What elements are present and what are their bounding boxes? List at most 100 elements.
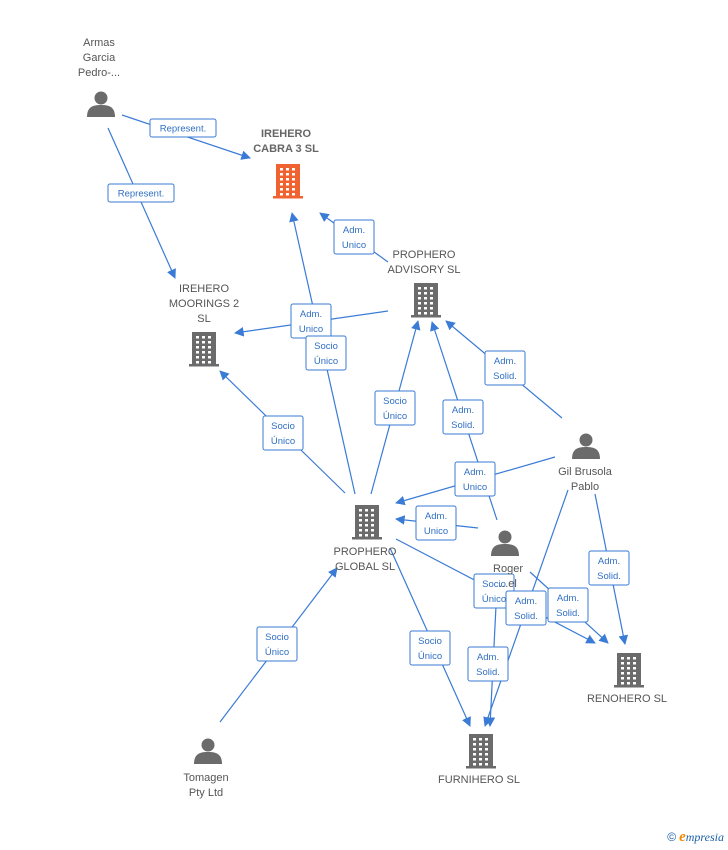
edge-label-text: Represent. (160, 124, 206, 135)
node-label-line[interactable]: IREHERO (179, 283, 230, 295)
node-label-line[interactable]: FURNIHERO SL (438, 774, 520, 786)
person-icon[interactable] (194, 738, 222, 765)
building-icon[interactable] (411, 283, 441, 318)
node-label-line[interactable]: PROPHERO (393, 249, 456, 261)
edge-label-text: Adm. (557, 593, 579, 604)
edge-label-text: Adm. (464, 467, 486, 478)
edge-label-roger-to-advisory[interactable]: Adm.Solid. (442, 399, 484, 435)
edge-label-text: Solid. (514, 611, 538, 622)
edge-label-gil-to-renohero[interactable]: Adm.Solid. (588, 550, 630, 586)
edge-label-text: Socio (314, 341, 338, 352)
edge-label-text: Unico (342, 240, 366, 251)
node-label-line[interactable]: Roger (493, 563, 523, 575)
building-icon[interactable] (352, 505, 382, 540)
node-label-line[interactable]: PROPHERO (334, 546, 397, 558)
edge-label-advisory-to-cabra[interactable]: Adm. Unico (333, 219, 375, 255)
edge-label-box (305, 335, 347, 371)
node-furnihero[interactable]: FURNIHERO SL (438, 734, 520, 786)
node-global[interactable]: PROPHERO GLOBAL SL (334, 505, 397, 573)
node-label-line[interactable]: SL (197, 313, 210, 325)
edge-label-text: Único (271, 436, 295, 447)
edge-label-text: Único (314, 356, 338, 367)
edge-label-text: Solid. (597, 571, 621, 582)
edge-label-text: Adm. (425, 511, 447, 522)
edge-label-roger-to-renohero[interactable]: Adm.Solid. (547, 587, 589, 623)
building-icon[interactable] (614, 653, 644, 688)
node-label-line[interactable]: ...el (499, 578, 517, 590)
node-armas[interactable]: ArmasGarciaPedro-... (78, 37, 120, 117)
edge-label-roger-to-furnihero[interactable]: Adm. Solid. (467, 646, 509, 682)
edge-label-box (415, 505, 457, 541)
building-highlight-icon[interactable] (273, 164, 303, 199)
node-label-line[interactable]: MOORINGS 2 (169, 298, 239, 310)
node-label-line[interactable]: Pablo (571, 481, 599, 493)
edge-armas-to-moorings (107, 127, 176, 279)
edge-label-advisory-to-moorings[interactable]: Adm. Unico (290, 303, 332, 339)
edge-label-box (588, 550, 630, 586)
building-icon[interactable] (466, 734, 496, 769)
node-renohero[interactable]: RENOHERO SL (587, 653, 667, 705)
edge-label-text: Adm. (494, 356, 516, 367)
person-icon[interactable] (87, 91, 115, 118)
node-cabra[interactable]: IREHERO CABRA 3 SL (253, 128, 319, 199)
building-icon[interactable] (189, 332, 219, 367)
edge-label-text: Socio (418, 636, 442, 647)
node-roger[interactable]: Roger ...el (491, 530, 523, 591)
edge-label-text: Socio (482, 579, 506, 590)
edge-label-text: Socio (383, 396, 407, 407)
edge-label-text: Único (265, 647, 289, 658)
person-icon[interactable] (491, 530, 519, 557)
edge-label-box (262, 415, 304, 451)
edge-label-text: Adm. (300, 309, 322, 320)
node-label-line[interactable]: RENOHERO SL (587, 693, 667, 705)
edge-label-box (505, 590, 547, 626)
edge-label-armas-to-cabra[interactable]: Represent. (149, 118, 217, 138)
edge-label-box (149, 118, 217, 138)
node-label-line[interactable]: CABRA 3 SL (253, 143, 319, 155)
node-label-line[interactable]: Gil Brusola (558, 466, 613, 478)
node-label-line[interactable]: Tomagen (183, 772, 228, 784)
empresia-watermark: © empresia (667, 829, 724, 846)
node-label-line[interactable]: IREHERO (261, 128, 312, 140)
node-label-line[interactable]: Pty Ltd (189, 787, 223, 799)
edge-label-box (409, 630, 451, 666)
edge-label-text: Unico (299, 324, 323, 335)
node-advisory[interactable]: PROPHERO ADVISORY SL (388, 249, 461, 318)
node-label-line[interactable]: Pedro-... (78, 67, 120, 79)
node-label-line[interactable]: Garcia (83, 52, 116, 64)
node-label-line[interactable]: ADVISORY SL (388, 264, 461, 276)
edge-label-box (547, 587, 589, 623)
node-moorings[interactable]: IREHERO MOORINGS 2 SL (169, 283, 239, 367)
edge-label-text: Adm. (343, 225, 365, 236)
node-label-line[interactable]: GLOBAL SL (335, 561, 395, 573)
edge-label-text: Único (482, 594, 506, 605)
edge-label-text: Solid. (493, 371, 517, 382)
person-icon[interactable] (572, 433, 600, 460)
copyright-symbol: © (667, 830, 677, 844)
edge-label-text: Adm. (477, 652, 499, 663)
edge-label-text: Unico (424, 526, 448, 537)
edge-label-box (256, 626, 298, 662)
edge-label-text: Represent. (118, 189, 164, 200)
edge-label-text: Solid. (451, 420, 475, 431)
edge-label-gil-to-global[interactable]: Adm.Unico (454, 461, 496, 497)
edge-label-text: Solid. (476, 667, 500, 678)
node-label-line[interactable]: Armas (83, 37, 115, 49)
edge-label-armas-to-moorings[interactable]: Represent. (107, 183, 175, 203)
edge-label-gil-to-furnihero[interactable]: Adm.Solid. (505, 590, 547, 626)
edge-label-box (442, 399, 484, 435)
edge-label-box (484, 350, 526, 386)
edge-label-gil-to-advisory[interactable]: Adm. Solid. (484, 350, 526, 386)
empresia-logo-initial: e (679, 829, 686, 845)
edge-label-text: Único (383, 411, 407, 422)
edge-label-roger-to-global[interactable]: Adm. Unico (415, 505, 457, 541)
